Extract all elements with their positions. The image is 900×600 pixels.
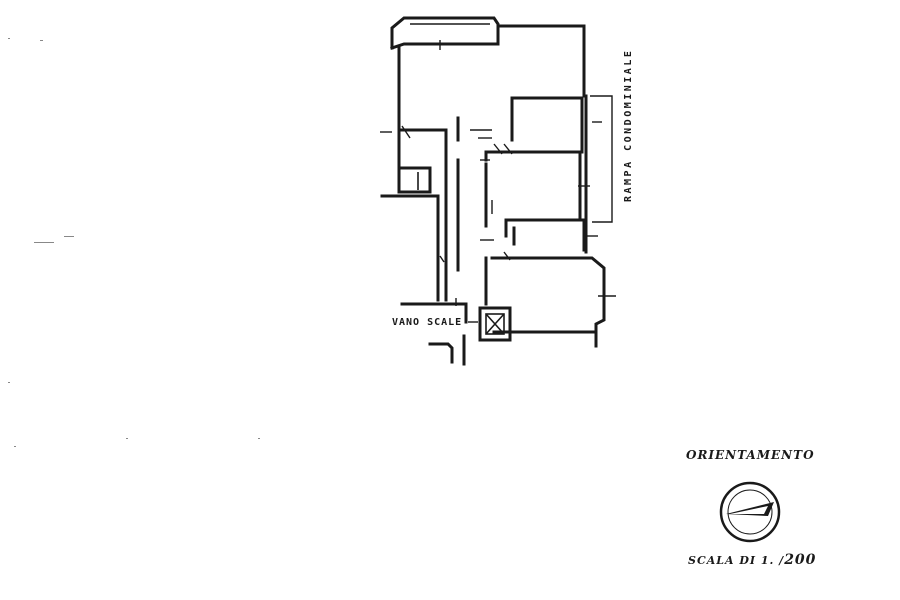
scale-note: SCALA DI 1. /200 [688, 552, 816, 568]
plan-doors [380, 40, 616, 323]
orientation-title: ORIENTAMENTO [686, 448, 815, 462]
stairwell-label: VANO SCALE [392, 317, 463, 328]
ramp-label: RAMPA CONDOMINIALE [623, 48, 634, 202]
scale-value: 200 [784, 552, 817, 568]
scan-specks [8, 38, 260, 447]
compass-rose-icon [719, 481, 781, 543]
scale-prefix: SCALA DI 1. / [688, 554, 785, 567]
ramp-bracket [590, 95, 613, 223]
plan-walls [380, 16, 606, 366]
